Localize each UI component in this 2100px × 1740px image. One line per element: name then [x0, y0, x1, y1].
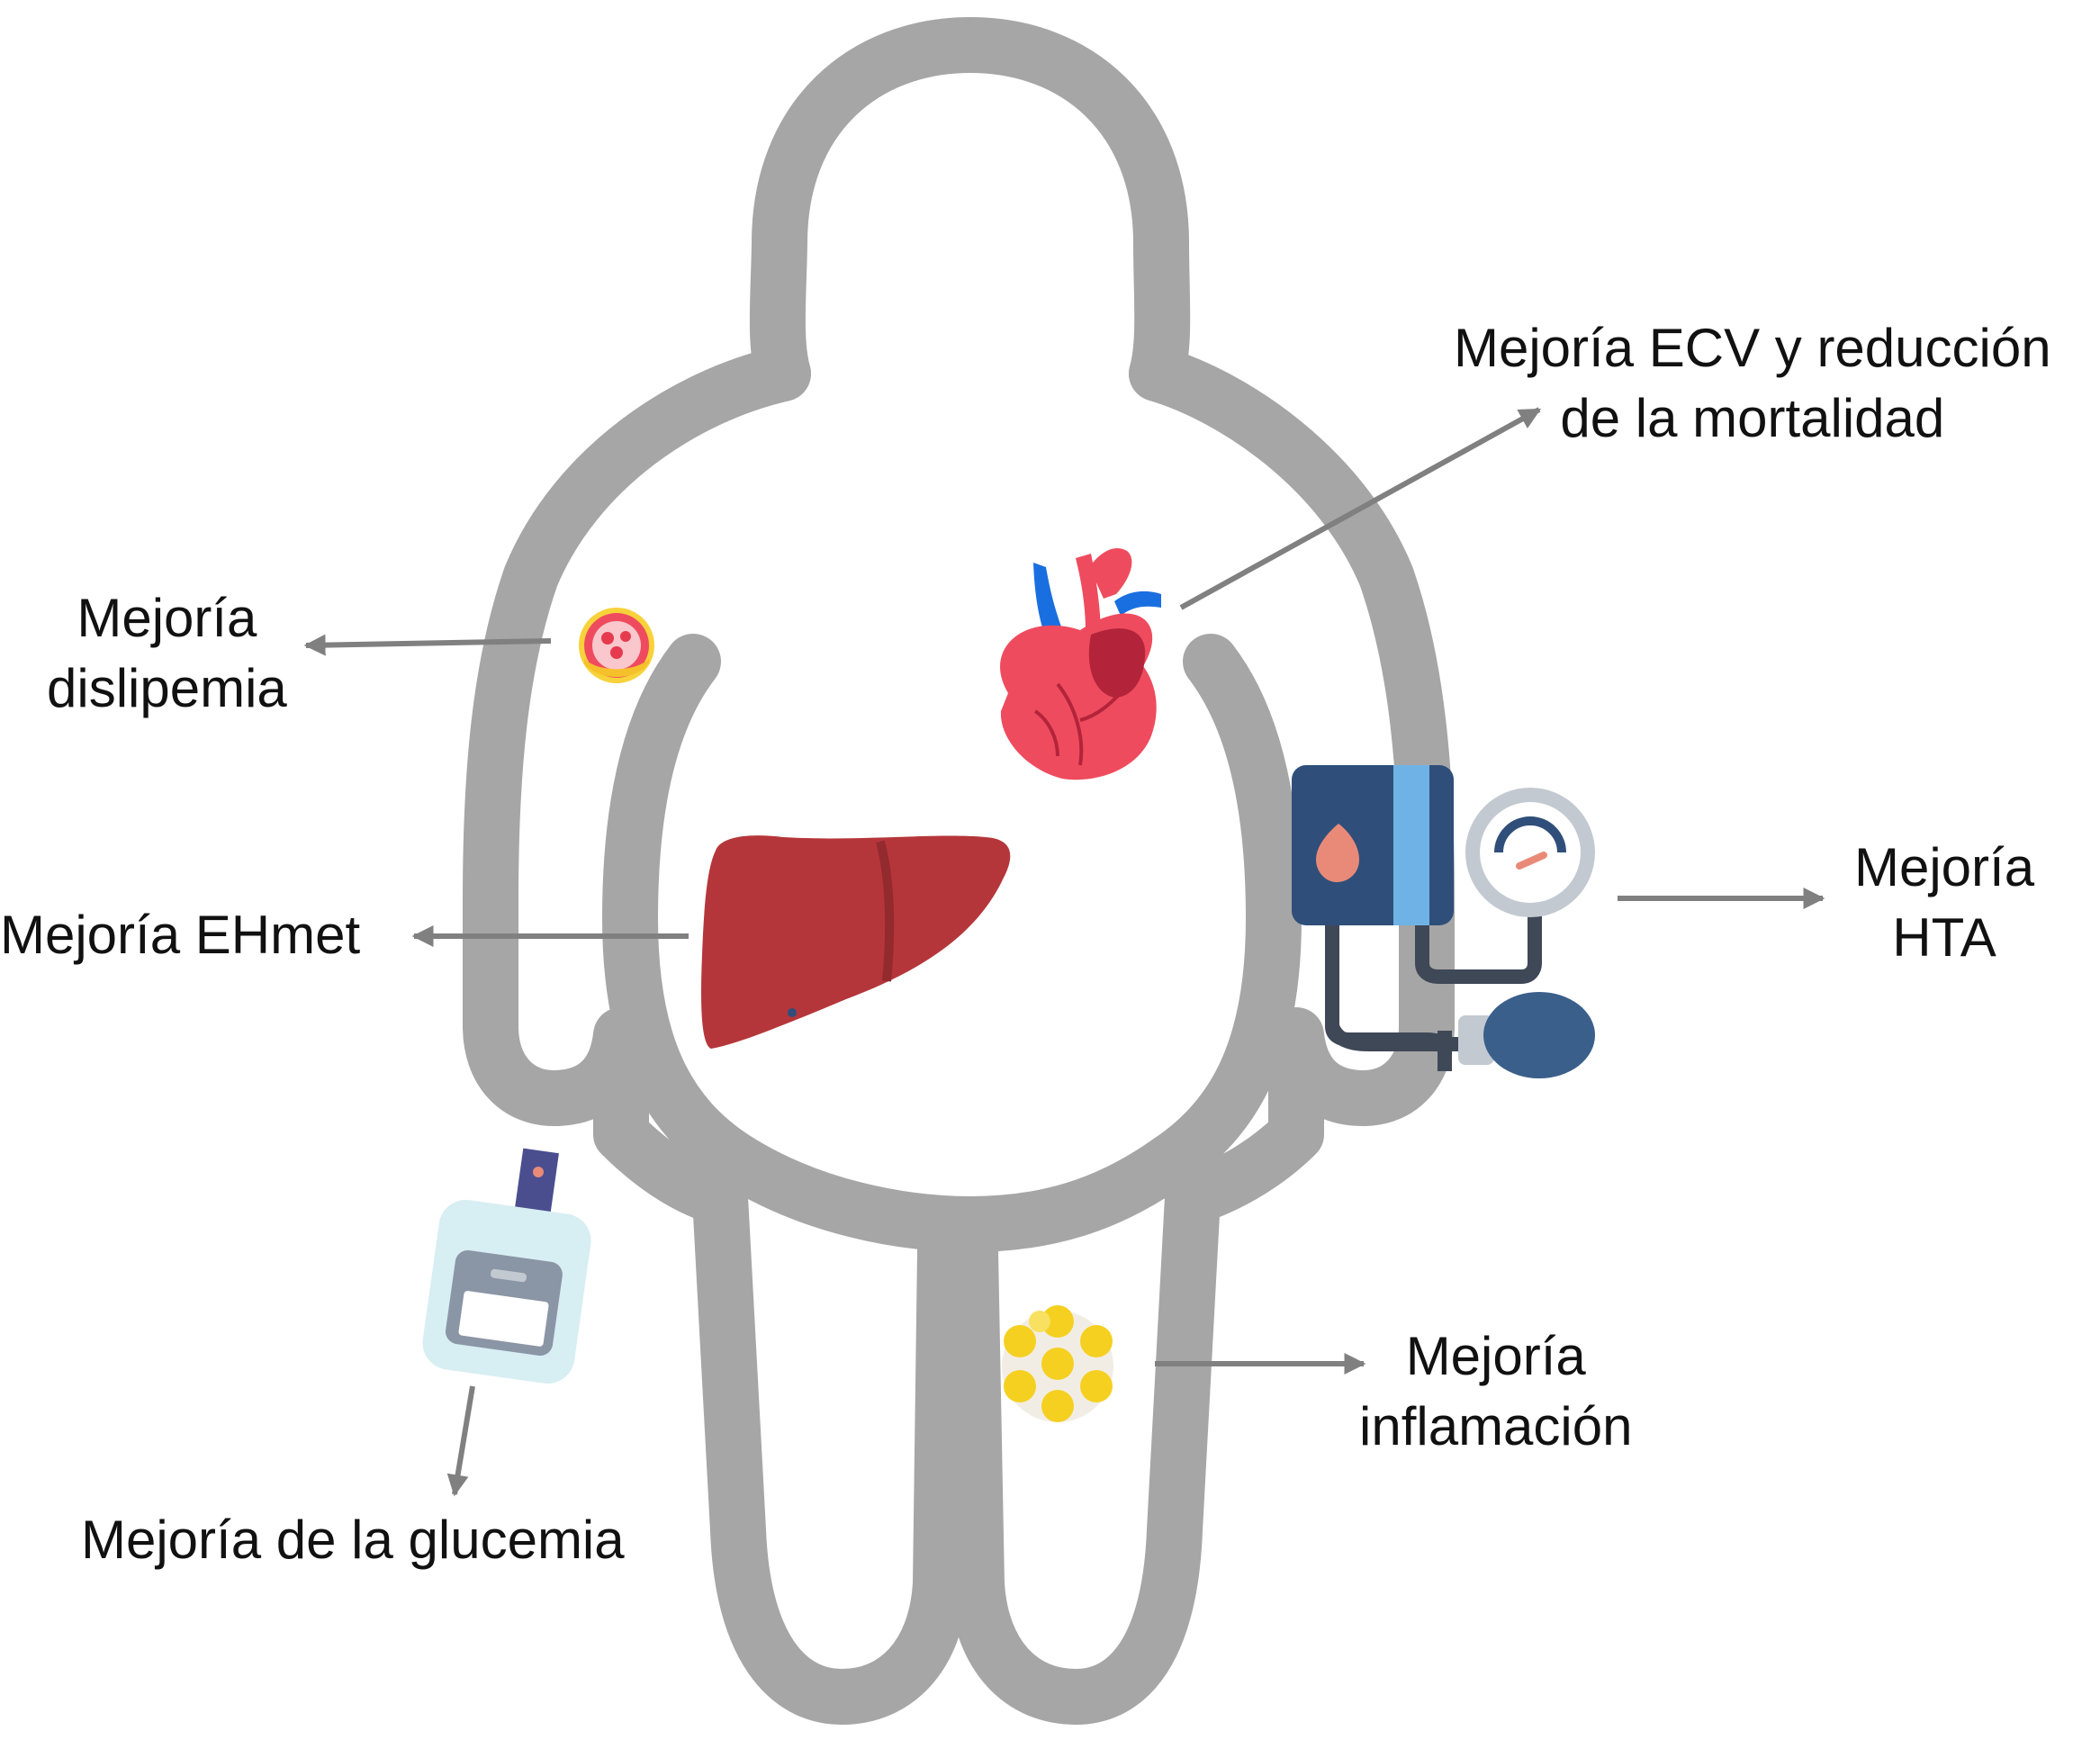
label-glucose-line1: Mejoría de la glucemia	[81, 1510, 625, 1570]
left-arm-inner	[602, 634, 766, 1189]
label-dyslipidemia-line2: dislipemia	[47, 658, 287, 718]
label-cv-line2: de la mortalidad	[1560, 388, 1945, 448]
belly-line	[710, 1133, 1198, 1252]
glucometer-icon	[422, 1148, 591, 1384]
artery-plaque-icon	[579, 608, 654, 683]
label-hypertension-line2: HTA	[1892, 907, 1996, 968]
label-glucose: Mejoría de la glucemia	[81, 1505, 625, 1575]
label-liver: Mejoría EHmet	[0, 900, 360, 970]
label-cv: Mejoría ECV y reducción de la mortalidad	[1454, 313, 2051, 454]
liver-icon	[701, 835, 1011, 1049]
label-liver-line1: Mejoría EHmet	[0, 905, 361, 965]
head-outline	[749, 17, 1191, 401]
right-arm-inner	[1142, 634, 1302, 1189]
label-hypertension-line1: Mejoría	[1854, 837, 2035, 897]
label-inflammation-line2: inflamación	[1359, 1396, 1633, 1456]
label-dyslipidemia-line1: Mejoría	[77, 588, 257, 648]
fat-cells-icon	[1002, 1305, 1113, 1422]
arrow-cv	[1179, 407, 1542, 610]
arrows	[303, 407, 1825, 1497]
heart-icon	[1000, 548, 1161, 780]
label-inflammation: Mejoría inflamación	[1359, 1321, 1633, 1462]
arrow-glucose	[446, 1385, 475, 1497]
arrow-dyslipidemia	[303, 634, 552, 656]
label-cv-line1: Mejoría ECV y reducción	[1454, 318, 2051, 378]
label-inflammation-line1: Mejoría	[1405, 1326, 1586, 1386]
blood-pressure-monitor-icon	[1292, 765, 1595, 1078]
label-hypertension: Mejoría HTA	[1854, 833, 2034, 973]
label-dyslipidemia: Mejoría dislipemia	[47, 583, 287, 724]
